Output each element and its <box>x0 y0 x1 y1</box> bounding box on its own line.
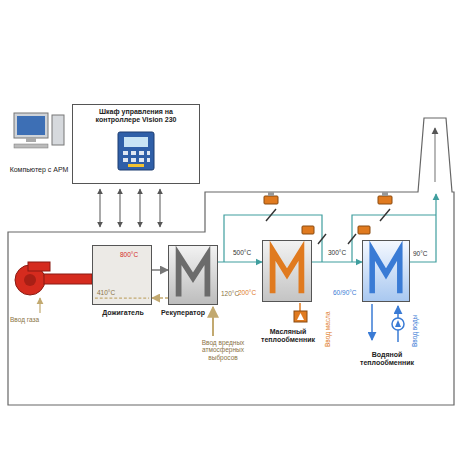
air-input-arrow <box>212 307 214 336</box>
exchanger-m-mark <box>372 251 400 294</box>
water-heat-exchanger: Водяной теплообменник <box>362 240 410 302</box>
exchanger-symbol <box>169 246 217 304</box>
gas-input-arrow <box>39 298 40 313</box>
exchanger-symbol <box>263 241 311 301</box>
node-title: Компьютер с АРМ <box>8 166 70 174</box>
exchanger-m-mark <box>273 251 302 294</box>
flame-stroke <box>97 282 126 284</box>
recuperator-box: Рекуператор <box>168 245 218 305</box>
temperature-value: 90°C <box>413 250 428 257</box>
temperature-value: 60/90°C <box>333 289 357 296</box>
flame-stroke <box>97 273 130 275</box>
temperature-value: 120°C <box>221 290 239 297</box>
flame-stroke <box>97 265 118 267</box>
flame-stroke <box>97 270 126 272</box>
flame-stroke <box>97 285 122 287</box>
water-pump <box>392 318 404 330</box>
controller-icon <box>118 132 154 170</box>
flue-to-stack <box>410 194 436 262</box>
node-title: Дожигатель <box>88 309 158 317</box>
oil-heat-exchanger: Масляный теплообменник <box>262 240 312 302</box>
flame-stroke <box>97 267 122 269</box>
oil-input-note: Ввод масла <box>324 311 331 347</box>
air-input-note: Ввод вредных атмосферных выбросов <box>192 339 254 361</box>
water-input-note: Ввод воды <box>411 315 418 347</box>
control-cabinet: Шкаф управления на контроллере Vision 23… <box>72 104 200 184</box>
computer-icon <box>14 113 64 148</box>
node-title: Масляный теплообменник <box>256 328 320 344</box>
flame-stroke <box>97 276 134 278</box>
temperature-value: 200°C <box>238 289 256 296</box>
computer-node: Компьютер с АРМ <box>8 110 70 174</box>
water-outlet <box>371 304 373 340</box>
preheated-air-line <box>95 298 149 299</box>
exchanger-m-mark <box>179 255 208 296</box>
temperature-value: 500°C <box>232 249 252 256</box>
temperature-value: 410°C <box>97 289 115 296</box>
node-title: Шкаф управления на контроллере Vision 23… <box>73 105 199 124</box>
control-arrows <box>100 189 160 227</box>
damper-actuator <box>264 192 278 221</box>
temperature-value: 300°C <box>327 249 347 256</box>
node-title: Водяной теплообменник <box>352 351 422 367</box>
oil-pipe <box>299 303 301 311</box>
system-outline <box>8 118 454 405</box>
flow-connector <box>218 261 262 262</box>
exchanger-symbol <box>363 241 409 301</box>
gas-input-note: Ввод газа <box>10 316 39 323</box>
oil-pump <box>294 311 307 322</box>
stack-flow-arrow <box>434 128 435 182</box>
flow-connector <box>312 261 362 262</box>
temperature-value: 800°C <box>120 251 138 258</box>
flame-stroke <box>97 279 130 281</box>
blower-fan <box>15 262 92 295</box>
damper-actuator <box>378 192 392 221</box>
node-title: Рекуператор <box>161 309 205 317</box>
flow-connector <box>152 297 168 299</box>
flow-connector <box>152 269 168 271</box>
